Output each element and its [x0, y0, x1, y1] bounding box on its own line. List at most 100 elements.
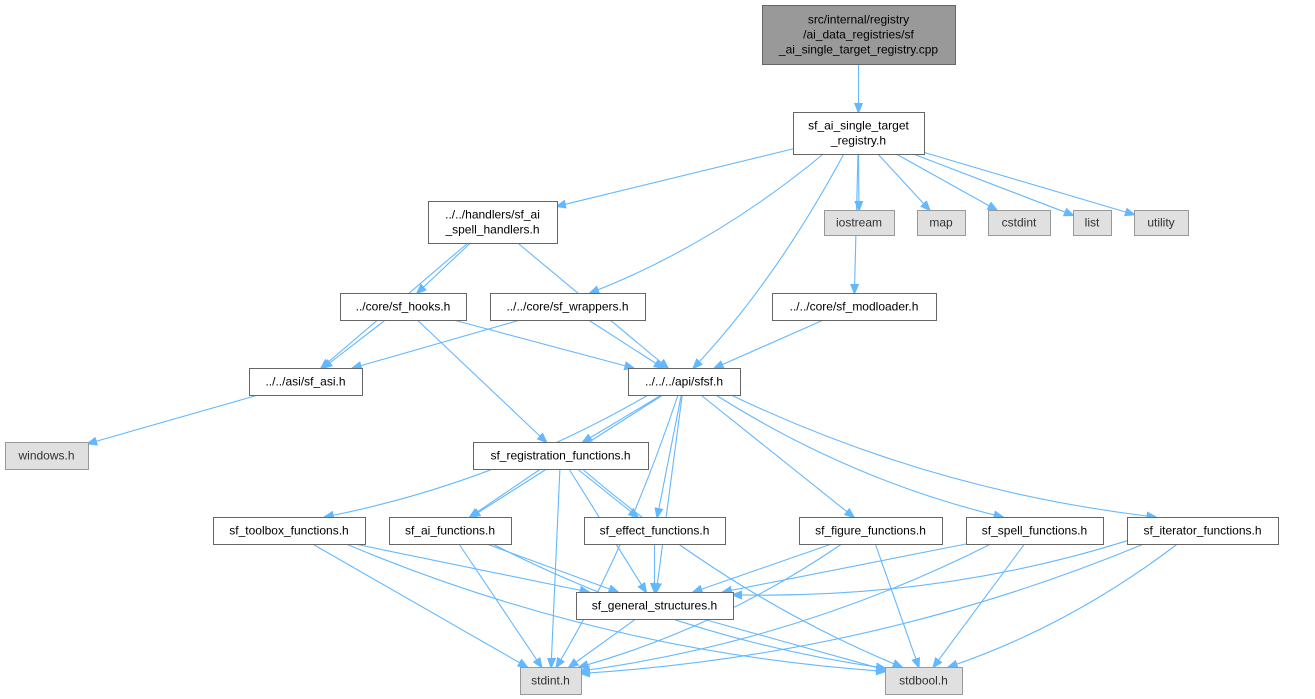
- edge-aifn-to-stdbool: [492, 543, 885, 668]
- node-box-map: [917, 210, 966, 236]
- node-stdbool: stdbool.h: [885, 667, 963, 695]
- edge-hooks-to-regfn: [416, 319, 546, 442]
- node-wrappers[interactable]: ../../core/sf_wrappers.h: [490, 293, 646, 321]
- edge-regfn-to-effect: [577, 468, 637, 517]
- edge-toolbox-to-stdbool: [345, 543, 885, 671]
- node-sfsf[interactable]: ../../../api/sfsf.h: [628, 368, 741, 396]
- edge-hooks-to-sfsf: [453, 319, 634, 368]
- node-label-stdint-line-0: stdint.h: [531, 674, 570, 688]
- edge-general-to-stdint: [569, 618, 637, 667]
- node-label-hooks-line-0: ../core/sf_hooks.h: [356, 300, 451, 314]
- node-toolbox[interactable]: sf_toolbox_functions.h: [213, 517, 366, 545]
- node-list: list: [1073, 210, 1112, 236]
- edge-reg_h-to-handlers: [557, 148, 794, 206]
- node-box-stdint: [520, 667, 582, 695]
- node-cstdint: cstdint: [988, 210, 1051, 236]
- node-label-root-line-2: _ai_single_target_registry.cpp: [778, 43, 939, 57]
- node-label-reg_h-line-1: _registry.h: [830, 134, 886, 148]
- node-box-toolbox: [213, 517, 366, 545]
- edge-wrappers-to-sfsf: [588, 319, 664, 368]
- node-label-utility-line-0: utility: [1147, 216, 1174, 230]
- edge-sfsf-to-general: [656, 394, 683, 592]
- node-utility: utility: [1134, 210, 1189, 236]
- edge-general-to-stdbool: [702, 618, 885, 670]
- node-box-stdbool: [885, 667, 963, 695]
- node-label-iostream-line-0: iostream: [836, 216, 882, 230]
- node-figure[interactable]: sf_figure_functions.h: [799, 517, 943, 545]
- edge-sfsf-to-regfn: [583, 394, 662, 442]
- edge-reg_h-to-wrappers: [590, 153, 824, 293]
- node-general[interactable]: sf_general_structures.h: [576, 592, 734, 620]
- node-map: map: [917, 210, 966, 236]
- edge-handlers-to-hooks: [417, 242, 471, 293]
- node-label-handlers-line-0: ../../handlers/sf_ai: [445, 208, 540, 222]
- node-box-list: [1073, 210, 1112, 236]
- node-box-hooks: [340, 293, 467, 321]
- node-box-aifn: [389, 517, 512, 545]
- node-label-root-line-0: src/internal/registry: [808, 13, 909, 27]
- node-iostream: iostream: [824, 210, 895, 236]
- edge-aifn-to-stdint: [458, 543, 542, 667]
- node-aifn[interactable]: sf_ai_functions.h: [389, 517, 512, 545]
- node-label-wrappers-line-0: ../../core/sf_wrappers.h: [506, 300, 628, 314]
- edge-sfsf-to-iterator: [730, 394, 1156, 517]
- edge-sfsf-to-figure: [700, 394, 854, 517]
- node-label-aifn-line-0: sf_ai_functions.h: [405, 524, 495, 538]
- edge-hooks-to-asi: [323, 319, 386, 368]
- node-handlers[interactable]: ../../handlers/sf_ai_spell_handlers.h: [428, 201, 558, 244]
- node-windows: windows.h: [5, 442, 89, 470]
- edge-iterator-to-stdint: [581, 543, 1145, 674]
- node-box-root: [762, 5, 956, 65]
- node-box-general: [576, 592, 734, 620]
- edge-reg_h-to-utility: [923, 151, 1134, 214]
- edge-iterator-to-general: [733, 540, 1128, 595]
- node-box-effect: [584, 517, 726, 545]
- node-box-utility: [1134, 210, 1189, 236]
- node-spell[interactable]: sf_spell_functions.h: [966, 517, 1104, 545]
- node-hooks[interactable]: ../core/sf_hooks.h: [340, 293, 467, 321]
- node-modloader[interactable]: ../../core/sf_modloader.h: [772, 293, 937, 321]
- node-label-asi-line-0: ../../asi/sf_asi.h: [265, 375, 345, 389]
- node-box-iostream: [824, 210, 895, 236]
- node-layer: src/internal/registry/ai_data_registries…: [5, 5, 1279, 695]
- node-label-cstdint-line-0: cstdint: [1002, 216, 1037, 230]
- edge-spell-to-stdint: [581, 543, 992, 671]
- node-label-general-line-0: sf_general_structures.h: [592, 599, 717, 613]
- node-effect[interactable]: sf_effect_functions.h: [584, 517, 726, 545]
- node-iterator[interactable]: sf_iterator_functions.h: [1127, 517, 1279, 545]
- node-label-reg_h-line-0: sf_ai_single_target: [808, 119, 909, 133]
- node-root[interactable]: src/internal/registry/ai_data_registries…: [762, 5, 956, 65]
- node-label-list-line-0: list: [1085, 216, 1100, 230]
- edge-regfn-to-stdint: [551, 468, 561, 667]
- node-reg_h[interactable]: sf_ai_single_target_registry.h: [793, 112, 925, 155]
- node-label-root-line-1: /ai_data_registries/sf: [803, 28, 914, 42]
- node-box-figure: [799, 517, 943, 545]
- node-label-figure-line-0: sf_figure_functions.h: [815, 524, 926, 538]
- edge-regfn-to-aifn: [470, 468, 541, 517]
- node-box-regfn: [473, 442, 649, 470]
- node-box-windows: [5, 442, 89, 470]
- node-label-spell-line-0: sf_spell_functions.h: [982, 524, 1087, 538]
- node-asi[interactable]: ../../asi/sf_asi.h: [249, 368, 363, 396]
- node-label-handlers-line-1: _spell_handlers.h: [444, 223, 539, 237]
- node-label-stdbool-line-0: stdbool.h: [899, 674, 948, 688]
- edge-toolbox-to-general: [354, 543, 589, 592]
- node-regfn[interactable]: sf_registration_functions.h: [473, 442, 649, 470]
- edge-reg_h-to-sfsf: [694, 153, 845, 368]
- edge-spell-to-general: [723, 543, 967, 592]
- edge-iterator-to-stdbool: [949, 543, 1178, 667]
- node-box-sfsf: [628, 368, 741, 396]
- node-label-toolbox-line-0: sf_toolbox_functions.h: [229, 524, 348, 538]
- node-box-handlers: [428, 201, 558, 244]
- edge-toolbox-to-stdint: [312, 543, 528, 667]
- edge-reg_h-to-map: [877, 153, 930, 210]
- node-box-spell: [966, 517, 1104, 545]
- node-label-windows-line-0: windows.h: [17, 449, 74, 463]
- edge-asi-to-windows: [88, 394, 259, 444]
- node-label-regfn-line-0: sf_registration_functions.h: [490, 449, 630, 463]
- edge-modloader-to-sfsf: [715, 319, 824, 368]
- node-box-iterator: [1127, 517, 1279, 545]
- node-box-reg_h: [793, 112, 925, 155]
- edge-reg_h-to-list: [913, 153, 1073, 215]
